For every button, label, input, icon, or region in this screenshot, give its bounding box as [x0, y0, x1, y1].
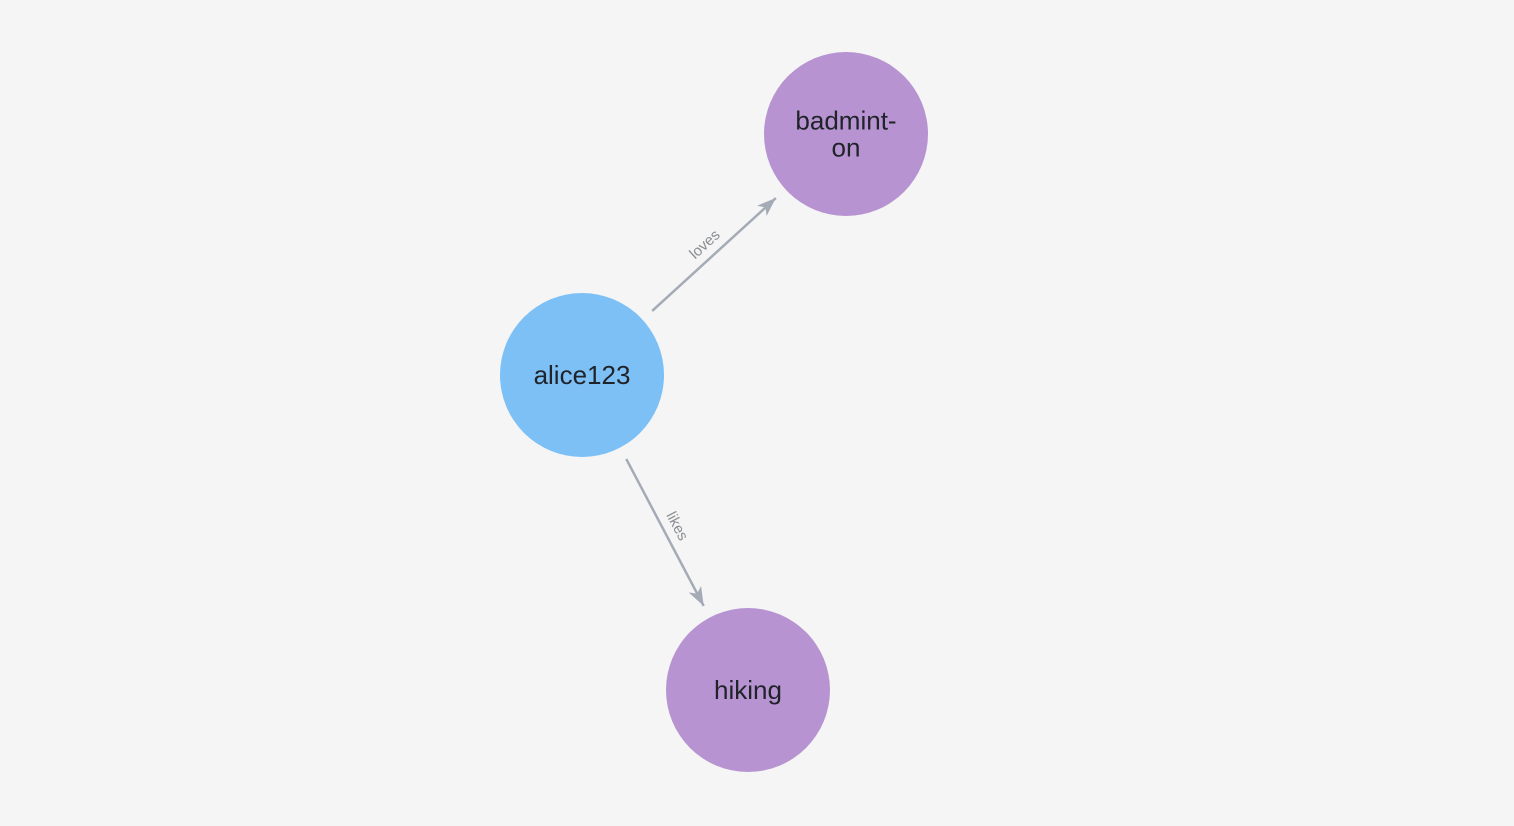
- graph-edge-likes[interactable]: [625, 458, 705, 607]
- edge-label-loves: loves: [686, 226, 723, 262]
- node-circle-hiking[interactable]: [666, 608, 830, 772]
- graph-node-hiking[interactable]: hiking: [666, 608, 830, 772]
- graph-node-alice123[interactable]: alice123: [500, 293, 664, 457]
- node-circle-badminton[interactable]: [764, 52, 928, 216]
- graph-node-badminton[interactable]: badmint-on: [764, 52, 928, 216]
- node-circle-alice123[interactable]: [500, 293, 664, 457]
- graph-edge-loves[interactable]: [651, 197, 777, 312]
